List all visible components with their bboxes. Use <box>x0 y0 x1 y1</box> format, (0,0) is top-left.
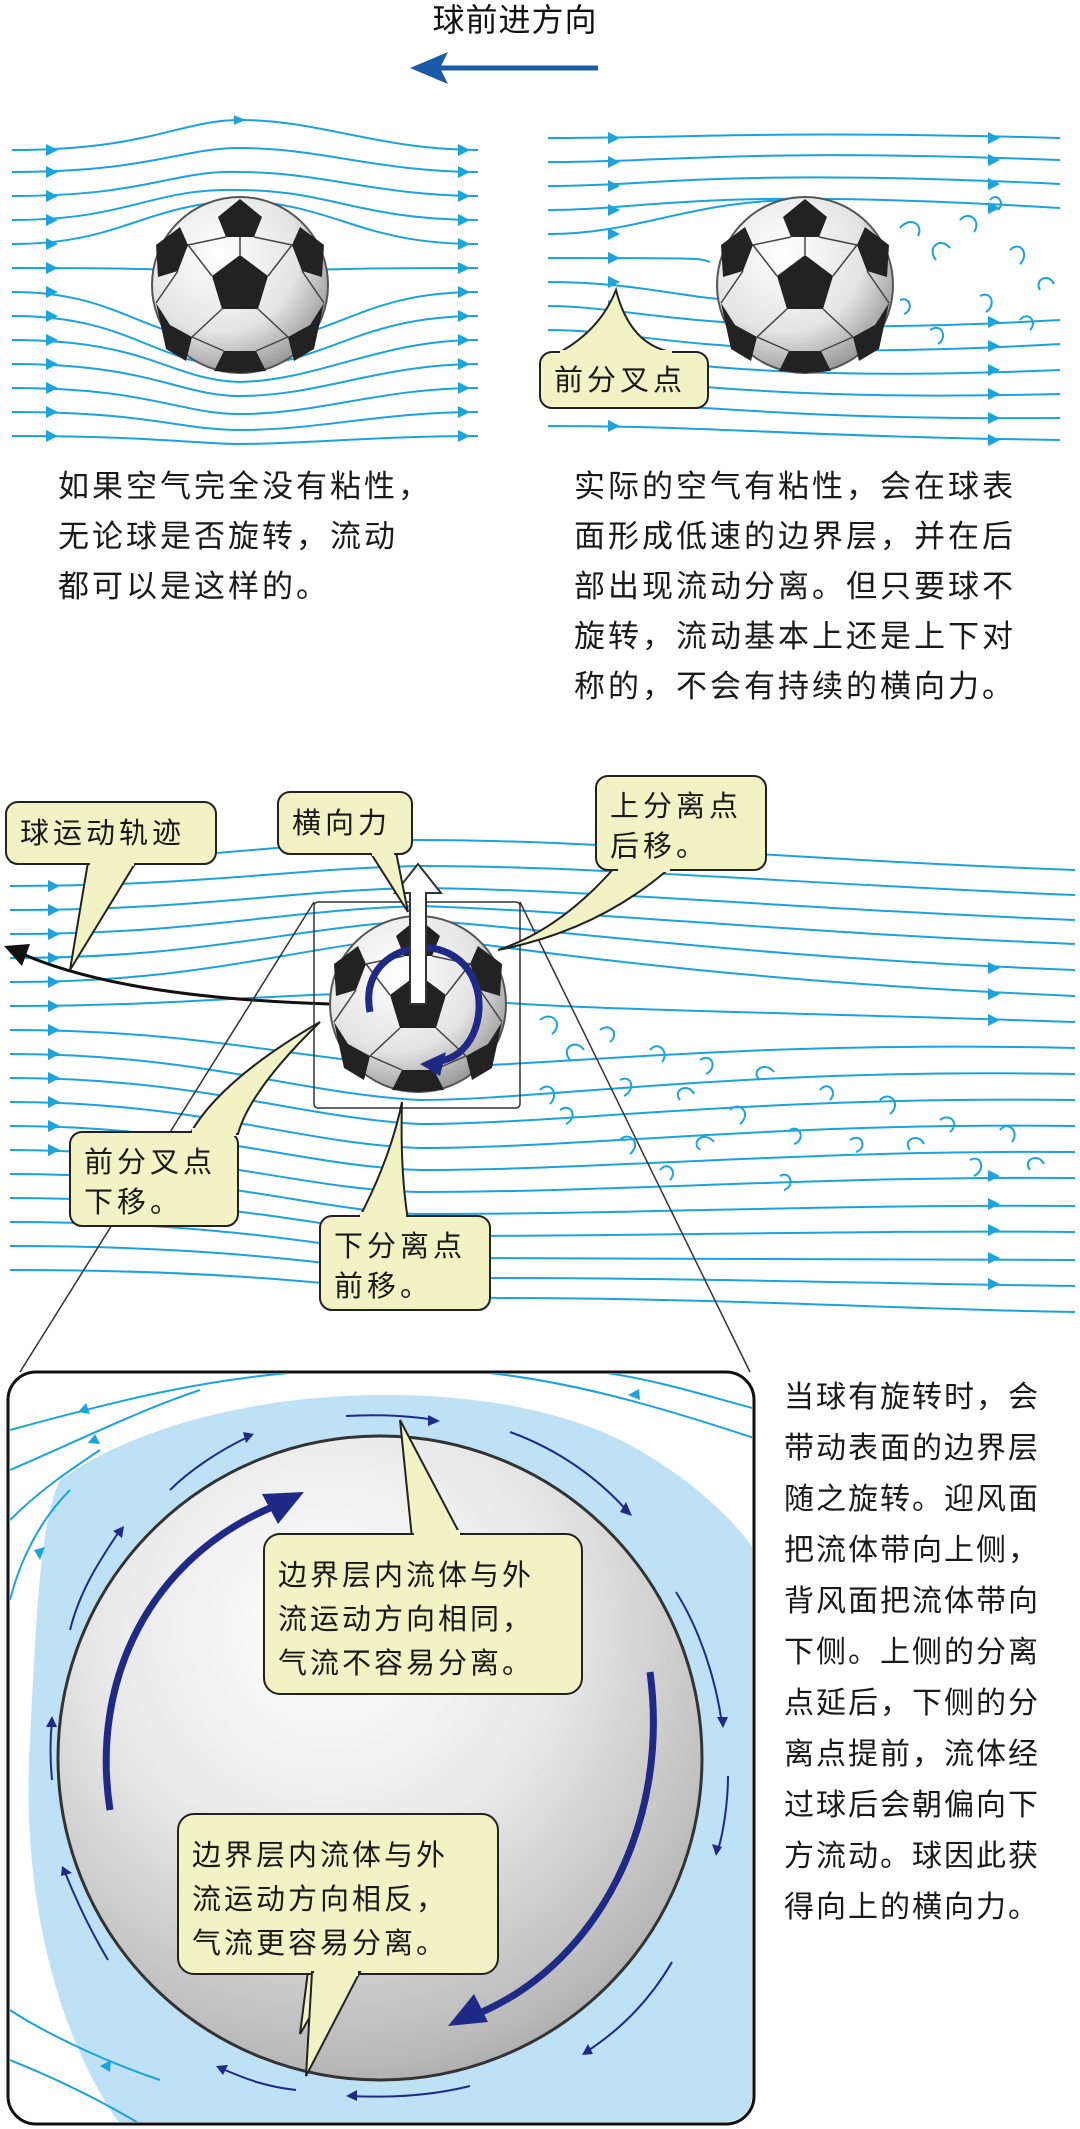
force-arrow-icon <box>392 862 444 1005</box>
label-line: 边界层内流体与外 <box>192 1838 449 1872</box>
explanation-line: 当球有旋转时，会 <box>784 1380 1040 1415</box>
soccer-ball-icon <box>151 196 329 374</box>
callout-front-stagnation-down <box>69 1021 321 1227</box>
callout-lower-separation <box>319 1101 491 1311</box>
explanation-line: 带动表面的边界层 <box>784 1431 1040 1466</box>
caption-line: 称的，不会有持续的横向力。 <box>574 669 1016 705</box>
callout-upper-separation <box>497 775 767 951</box>
label-line: 气流不容易分离。 <box>278 1646 535 1680</box>
callout-trajectory <box>5 801 217 971</box>
label-line: 下移。 <box>84 1185 184 1219</box>
caption-line: 面形成低速的边界层，并在后 <box>574 519 1016 555</box>
trajectory-arrow <box>4 944 331 1006</box>
caption-line: 旋转，流动基本上还是上下对 <box>574 619 1016 655</box>
callout-lateral-force <box>277 791 413 913</box>
caption-line: 实际的空气有粘性，会在球表 <box>574 469 1016 505</box>
explanation-line: 方流动。球因此获 <box>784 1839 1040 1874</box>
explanation-line: 把流体带向上侧， <box>784 1533 1040 1568</box>
label-same-direction: 边界层内流体与外 流运动方向相同， 气流不容易分离。 <box>264 1534 582 1694</box>
viscous-flow-caption: 实际的空气有粘性，会在球表 面形成低速的边界层，并在后 部出现流动分离。但只要球… <box>574 462 1016 712</box>
label-opposite-direction: 边界层内流体与外 流运动方向相反， 气流更容易分离。 <box>178 1814 498 1974</box>
explanation-line: 下侧。上侧的分离 <box>784 1635 1040 1670</box>
ideal-flow-panel <box>11 115 479 446</box>
explanation-line: 过球后会朝偏向下 <box>784 1788 1040 1823</box>
label-line: 流运动方向相同， <box>278 1602 535 1636</box>
callout-front-stagnation <box>539 286 709 409</box>
label-front-stagnation: 前分叉点 <box>554 363 687 397</box>
soccer-ball-icon <box>716 196 894 374</box>
callout-same-direction <box>263 1419 583 1695</box>
label-front-stagnation-down: 前分叉点 下移。 <box>70 1132 238 1226</box>
label-trajectory: 球运动轨迹 <box>20 816 186 850</box>
label-lower-separation: 下分离点 前移。 <box>320 1216 490 1310</box>
label-line: 下分离点 <box>334 1229 467 1263</box>
explanation-line: 背风面把流体带向 <box>784 1584 1040 1619</box>
label-line: 流运动方向相反， <box>192 1882 449 1916</box>
label-line: 前移。 <box>334 1269 434 1303</box>
label-line: 边界层内流体与外 <box>278 1558 535 1592</box>
ideal-flow-caption: 如果空气完全没有粘性， 无论球是否旋转，流动 都可以是这样的。 <box>58 462 432 612</box>
callout-opposite-direction <box>177 1813 499 2077</box>
explanation-line: 点延后，下侧的分 <box>784 1686 1040 1721</box>
label-line: 后移。 <box>610 829 710 863</box>
direction-arrow-icon <box>410 52 598 84</box>
caption-line: 都可以是这样的。 <box>58 569 330 605</box>
label-upper-separation: 上分离点 后移。 <box>596 776 766 870</box>
caption-line: 无论球是否旋转，流动 <box>58 519 398 555</box>
label-line: 气流更容易分离。 <box>192 1926 449 1960</box>
explanation-line: 随之旋转。迎风面 <box>784 1482 1040 1517</box>
spinning-flow-panel <box>9 838 1076 1313</box>
spin-arrow-icon <box>365 944 483 1076</box>
explanation-line: 离点提前，流体经 <box>784 1737 1040 1772</box>
direction-label: 球前进方向 <box>432 1 598 39</box>
caption-line: 如果空气完全没有粘性， <box>58 469 432 505</box>
zoom-detail-panel <box>6 1370 756 2126</box>
caption-line: 部出现流动分离。但只要球不 <box>574 569 1016 605</box>
label-line: 上分离点 <box>610 789 743 823</box>
spin-explanation: 当球有旋转时，会 带动表面的边界层 随之旋转。迎风面 把流体带向上侧， 背风面把… <box>784 1372 1040 1933</box>
label-lateral-force: 横向力 <box>292 806 392 840</box>
explanation-line: 得向上的横向力。 <box>784 1890 1040 1925</box>
label-line: 前分叉点 <box>84 1145 217 1179</box>
